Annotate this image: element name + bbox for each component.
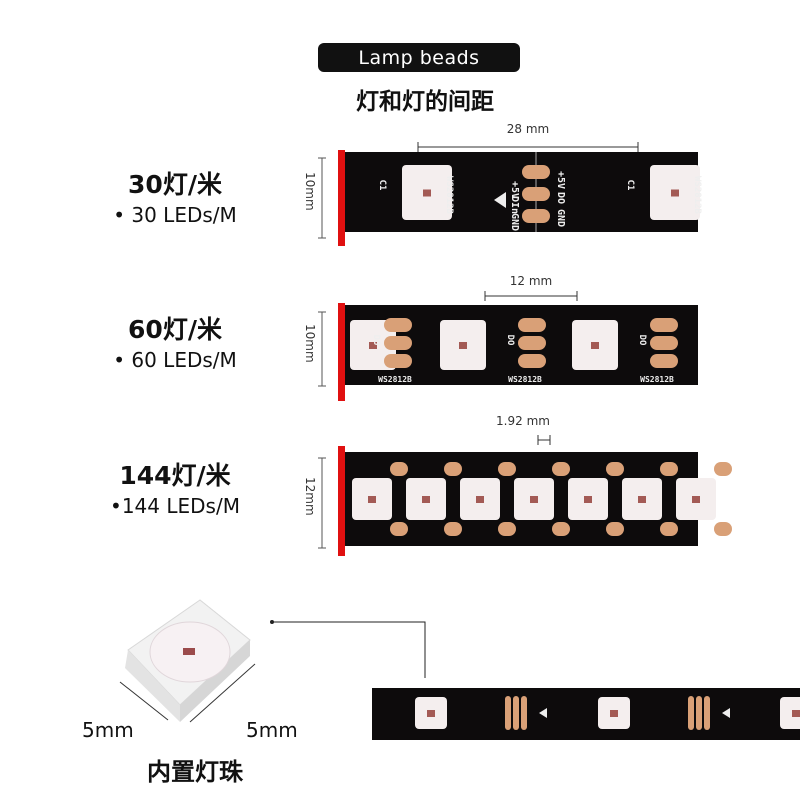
solder-pad xyxy=(518,354,546,368)
pcb-label: WS2812B xyxy=(444,176,454,215)
density-en: • 30 LEDs/M xyxy=(113,203,237,227)
solder-pad xyxy=(606,522,624,536)
solder-pad xyxy=(513,696,519,730)
led-die xyxy=(476,496,484,503)
spacing-label: 1.92 mm xyxy=(496,414,550,428)
density-cn: 30灯/米 xyxy=(128,170,222,199)
led-die xyxy=(423,189,431,197)
solder-pad xyxy=(521,696,527,730)
row-label-144: 144灯/米 •144 LEDs/M xyxy=(60,456,290,518)
led-die xyxy=(792,710,800,717)
pcb-label: DO xyxy=(637,335,647,346)
chip-size-right: 5mm xyxy=(246,718,298,742)
pcb-label: WS2812B xyxy=(692,176,702,215)
chip-size-left: 5mm xyxy=(82,718,134,742)
solder-pad xyxy=(518,318,546,332)
density-en: •144 LEDs/M xyxy=(110,494,240,518)
solder-pad xyxy=(384,354,412,368)
pcb-label: DIn xyxy=(509,196,520,214)
led-die xyxy=(638,496,646,503)
solder-pad xyxy=(444,462,462,476)
led-die xyxy=(368,496,376,503)
led-die xyxy=(530,496,538,503)
solder-pad xyxy=(660,522,678,536)
cut-marker xyxy=(338,303,345,401)
pcb-label: +5V xyxy=(555,171,566,189)
solder-pad xyxy=(714,522,732,536)
pcb-label: WS2812B xyxy=(378,375,412,384)
pcb-label: GND xyxy=(509,213,520,231)
spacing-label: 12 mm xyxy=(509,274,553,288)
solder-pad xyxy=(522,187,550,201)
solder-pad xyxy=(390,462,408,476)
row-label-60: 60灯/米 • 60 LEDs/M xyxy=(60,310,290,372)
solder-pad xyxy=(384,318,412,332)
led-die xyxy=(610,710,618,717)
arrow-icon xyxy=(494,192,506,208)
spacing-subtitle: 灯和灯的间距 xyxy=(356,89,494,115)
arrow-icon xyxy=(722,708,730,718)
solder-pad xyxy=(714,462,732,476)
pcb-label: C1 xyxy=(377,180,387,191)
solder-pad xyxy=(650,318,678,332)
led-die xyxy=(369,342,377,349)
solder-pad xyxy=(552,462,570,476)
cut-marker xyxy=(338,150,345,246)
pcb-label: WS2812B xyxy=(508,375,542,384)
pcb-label: DO xyxy=(555,192,566,204)
led-strip-30 xyxy=(342,152,698,232)
solder-pad xyxy=(390,522,408,536)
pcb-label: WS2812B xyxy=(640,375,674,384)
pcb-label: DO xyxy=(505,335,515,346)
solder-pad xyxy=(498,462,516,476)
pcb-label: C1 xyxy=(625,180,635,191)
spacing-label: 28 mm xyxy=(506,122,550,136)
solder-pad xyxy=(384,336,412,350)
pcb-label: +5V xyxy=(509,181,520,199)
led-chip-illustration xyxy=(119,599,426,723)
led-die xyxy=(591,342,599,349)
led-bead xyxy=(780,697,800,729)
density-cn: 60灯/米 xyxy=(128,315,222,344)
pcb-label: GND xyxy=(555,209,566,227)
row-label-30: 30灯/米 • 30 LEDs/M xyxy=(60,165,290,227)
solder-pad xyxy=(498,522,516,536)
cut-marker xyxy=(338,446,345,556)
led-die xyxy=(692,496,700,503)
led-die xyxy=(671,189,679,197)
density-cn: 144灯/米 xyxy=(119,461,231,490)
solder-pad xyxy=(650,354,678,368)
solder-pad xyxy=(696,696,702,730)
arrow-icon xyxy=(539,708,547,718)
led-die xyxy=(427,710,435,717)
led-die xyxy=(459,342,467,349)
pcb-label: DO xyxy=(371,335,381,346)
solder-pad xyxy=(660,462,678,476)
built-in-bead-caption: 内置灯珠 xyxy=(147,758,243,786)
lamp-beads-title: Lamp beads xyxy=(318,43,520,72)
led-die xyxy=(422,496,430,503)
density-en: • 60 LEDs/M xyxy=(113,348,237,372)
solder-pad xyxy=(505,696,511,730)
led-die xyxy=(584,496,592,503)
solder-pad xyxy=(688,696,694,730)
solder-pad xyxy=(444,522,462,536)
solder-pad xyxy=(704,696,710,730)
solder-pad xyxy=(606,462,624,476)
solder-pad xyxy=(522,165,550,179)
solder-pad xyxy=(552,522,570,536)
solder-pad xyxy=(650,336,678,350)
solder-pad xyxy=(518,336,546,350)
solder-pad xyxy=(522,209,550,223)
